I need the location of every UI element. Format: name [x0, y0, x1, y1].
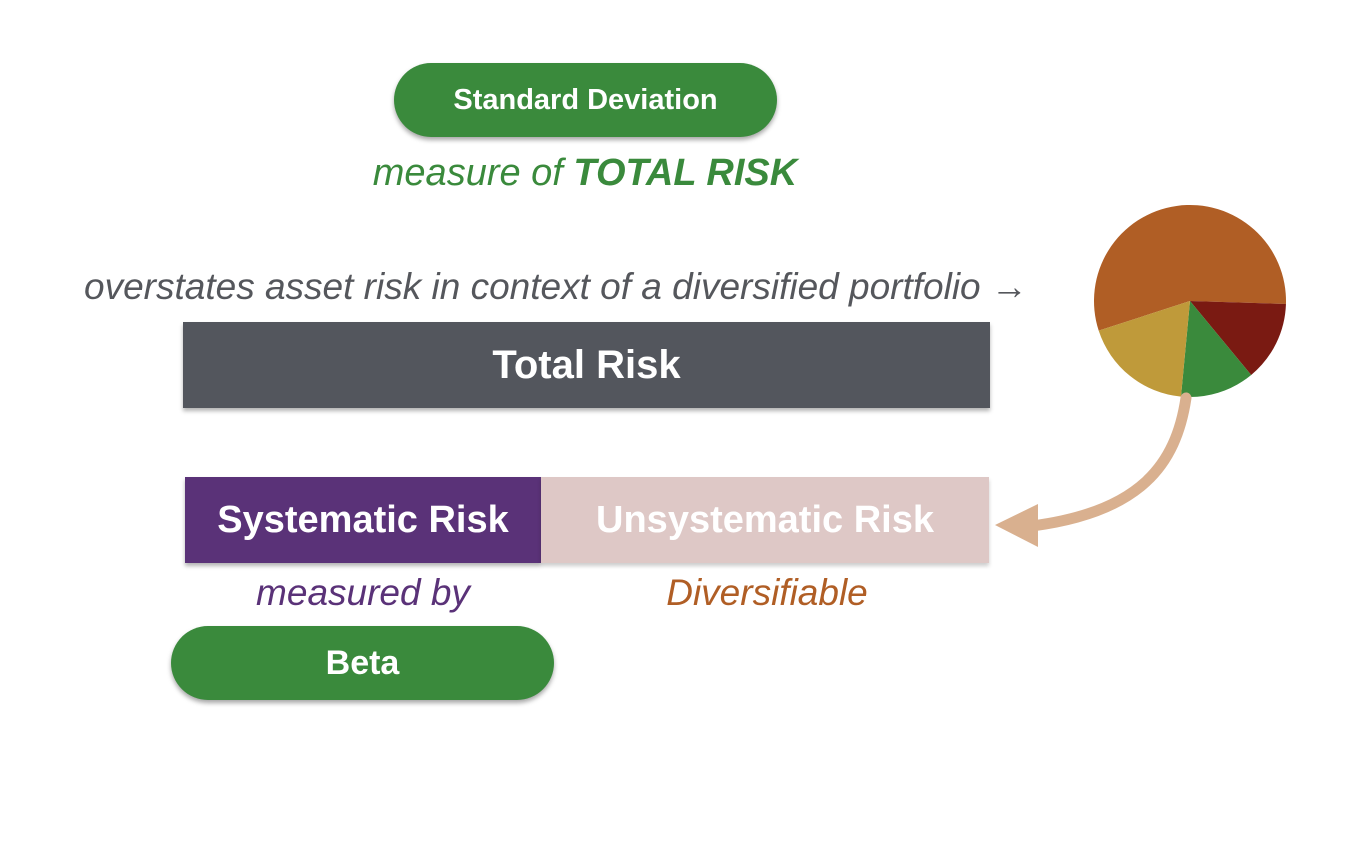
measured-by-caption: measured by: [256, 572, 470, 613]
total-risk-caption: measure of TOTAL RISK: [300, 152, 870, 195]
pie-slice-2: [1190, 301, 1286, 375]
systematic-risk-bar: Systematic Risk: [185, 477, 541, 563]
arrow-head: [995, 504, 1038, 547]
pie-slice-1: [1093, 204, 1286, 331]
systematic-risk-label: Systematic Risk: [217, 498, 509, 541]
unsystematic-risk-label: Unsystematic Risk: [596, 498, 934, 541]
beta-pill: Beta: [171, 626, 554, 700]
curved-arrow-icon: [995, 392, 1192, 547]
standard-deviation-label: Standard Deviation: [453, 83, 718, 116]
total-risk-caption-emphasis: TOTAL RISK: [573, 152, 798, 194]
pie-slice-3: [1180, 301, 1252, 397]
standard-deviation-pill: Standard Deviation: [394, 63, 777, 137]
pie-slice-4: [1098, 301, 1190, 397]
diversifiable-caption: Diversifiable: [666, 572, 868, 613]
total-risk-bar: Total Risk: [183, 322, 990, 408]
pie-slices: [1093, 204, 1286, 397]
overstates-caption: overstates asset risk in context of a di…: [84, 266, 1028, 307]
arrow-shaft: [1026, 392, 1192, 532]
beta-label: Beta: [325, 643, 400, 682]
portfolio-pie-chart: [1093, 204, 1286, 397]
total-risk-label: Total Risk: [492, 342, 681, 387]
total-risk-caption-prefix: measure of: [372, 152, 574, 194]
unsystematic-risk-bar: Unsystematic Risk: [541, 477, 989, 563]
